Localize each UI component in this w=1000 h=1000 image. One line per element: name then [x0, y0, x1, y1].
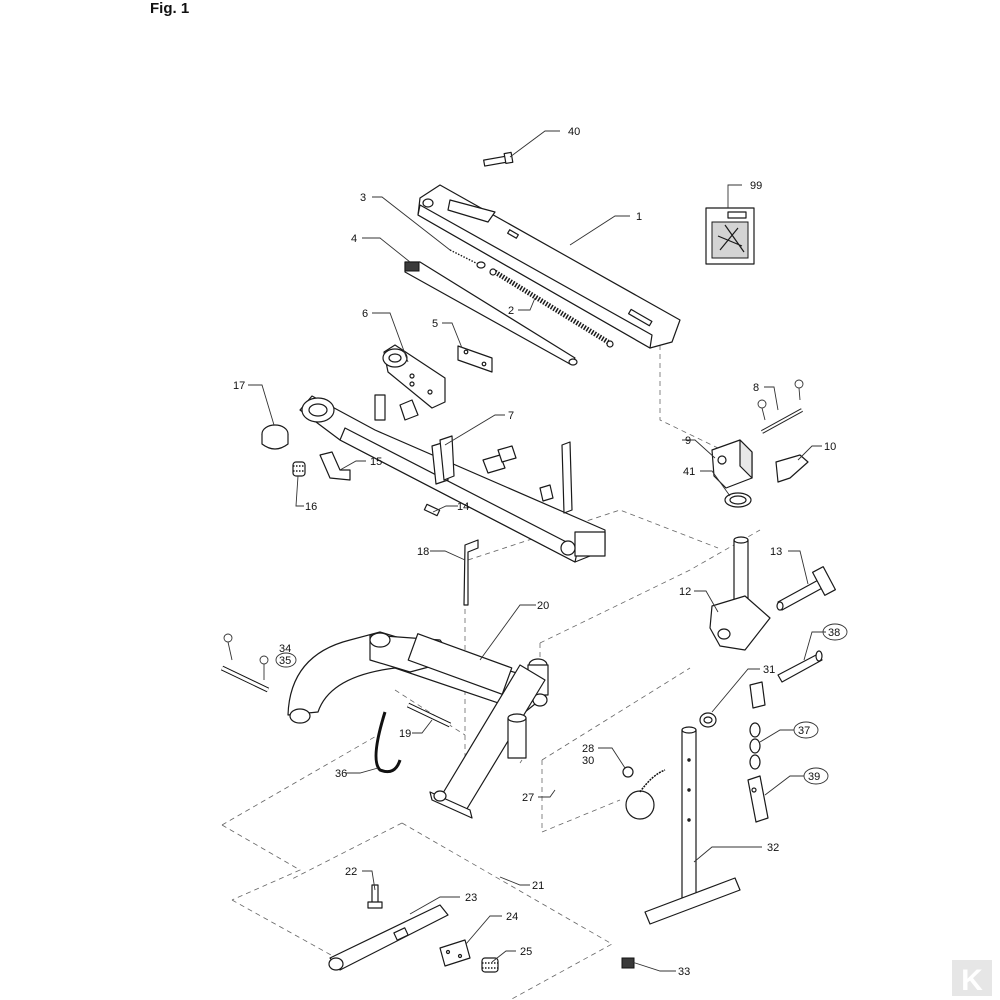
- callout-39-circle: [803, 767, 829, 785]
- part-19-pin: [406, 702, 452, 728]
- callout-4: 4: [351, 233, 357, 245]
- part-41-washer: [724, 492, 752, 508]
- callout-24: 24: [506, 911, 518, 923]
- part-99-fastener-bag: [705, 207, 755, 265]
- part-17-bushing: [261, 424, 289, 450]
- callout-32: 32: [767, 842, 779, 854]
- callout-39: 39: [808, 771, 820, 783]
- callout-18: 18: [417, 546, 429, 558]
- figure-title: Fig. 1: [150, 0, 190, 17]
- callout-8: 8: [753, 382, 759, 394]
- part-16-spring: [292, 461, 306, 477]
- part-36-hook: [374, 711, 402, 774]
- part-9-yoke: [711, 439, 753, 489]
- callout-7: 7: [508, 410, 514, 422]
- callout-37: 37: [798, 725, 810, 737]
- callout-38: 38: [828, 627, 840, 639]
- callout-16: 16: [305, 501, 317, 513]
- part-40-bolt: [483, 151, 514, 167]
- callout-10: 10: [824, 441, 836, 453]
- callout-3: 3: [360, 192, 366, 204]
- callout-2: 2: [508, 305, 514, 317]
- part-37-chain: [749, 681, 766, 770]
- callout-1: 1: [636, 211, 642, 223]
- part-25-spring: [481, 957, 499, 973]
- part-15-latch: [319, 451, 351, 481]
- part-5-plate: [457, 345, 493, 373]
- callout-19: 19: [399, 728, 411, 740]
- callout-6: 6: [362, 308, 368, 320]
- callout-99: 99: [750, 180, 762, 192]
- part-31-ring: [699, 712, 717, 728]
- callout-21: 21: [532, 880, 544, 892]
- part-13-pin: [776, 566, 837, 611]
- callout-40: 40: [568, 126, 580, 138]
- callout-38-circle: [822, 623, 848, 641]
- callout-35: 35: [279, 655, 291, 667]
- part-4-rod: [404, 261, 578, 366]
- part-30-chain-ring: [622, 766, 666, 820]
- part-23-top-link: [328, 904, 449, 971]
- callout-35-circle: [275, 652, 297, 668]
- callout-27: 27: [522, 792, 534, 804]
- part-6-bracket: [382, 344, 446, 409]
- callout-9: 9: [685, 435, 691, 447]
- callout-14: 14: [457, 501, 469, 513]
- part-39-bracket: [747, 775, 769, 823]
- callout-22: 22: [345, 866, 357, 878]
- part-3-small-spring: [449, 249, 486, 269]
- callout-30: 30: [582, 755, 594, 767]
- callout-15: 15: [370, 456, 382, 468]
- part-8-pin: [757, 379, 804, 434]
- callout-12: 12: [679, 586, 691, 598]
- part-22-bolt: [367, 884, 383, 909]
- callout-23: 23: [465, 892, 477, 904]
- part-2-spring: [489, 268, 614, 348]
- leader-lines: [248, 130, 826, 972]
- logo-letter: K: [961, 964, 983, 997]
- callout-36: 36: [335, 768, 347, 780]
- callout-33: 33: [678, 966, 690, 978]
- callout-labels: 40 1 99 3 4 2 6 5 17 7 8 9 10 41 15 16 1…: [233, 126, 848, 978]
- callout-25: 25: [520, 946, 532, 958]
- part-14-pin: [423, 503, 441, 517]
- callout-20: 20: [537, 600, 549, 612]
- part-1-arm: [417, 184, 681, 349]
- callout-13: 13: [770, 546, 782, 558]
- part-35-clip: [259, 655, 269, 680]
- brand-logo: K: [952, 960, 992, 997]
- part-7-main-frame: [299, 394, 606, 563]
- part-20-arm: [287, 631, 549, 819]
- part-10-clip: [775, 454, 809, 483]
- callout-17: 17: [233, 380, 245, 392]
- part-12-pivot-post: [709, 536, 771, 651]
- part-18-rod: [463, 539, 479, 606]
- part-33-cap: [621, 957, 635, 969]
- callout-28: 28: [582, 743, 594, 755]
- callout-34: 34: [279, 643, 291, 655]
- part-32-stand: [644, 726, 741, 925]
- part-34-pin: [220, 633, 270, 693]
- callout-5: 5: [432, 318, 438, 330]
- part-24-plate: [439, 939, 471, 967]
- callout-31: 31: [763, 664, 775, 676]
- callout-37-circle: [793, 721, 819, 739]
- part-38-pin: [777, 650, 823, 683]
- callout-41: 41: [683, 466, 695, 478]
